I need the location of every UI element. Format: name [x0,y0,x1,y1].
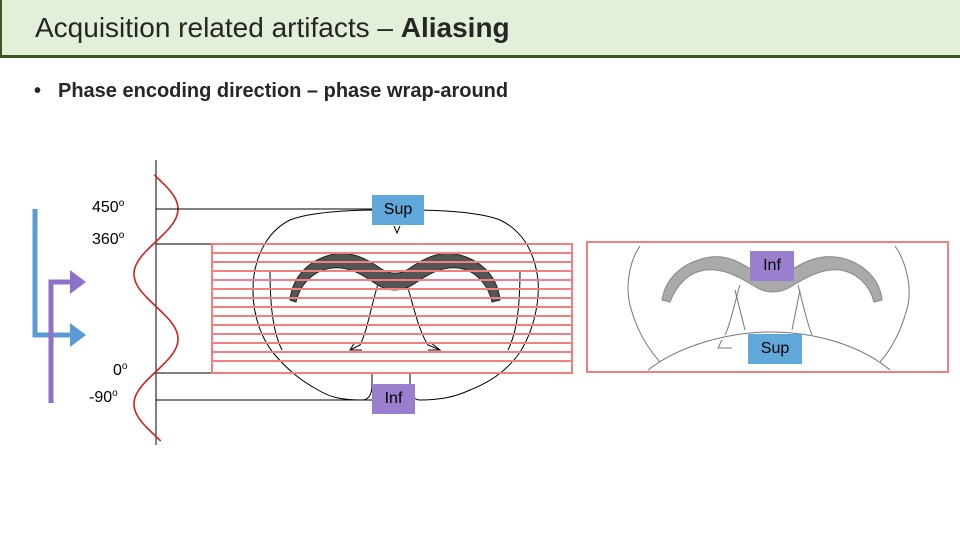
blue-arrowhead [70,323,86,347]
purple-arrowhead [70,270,86,294]
label-0-deg: 0o [113,361,128,380]
slide-title: Acquisition related artifacts – Aliasing [35,10,510,46]
sup-pointer [393,225,401,235]
label-minus90-deg: -90o [89,388,118,407]
corpus-callosum-left [289,253,501,303]
title-bold: Aliasing [400,12,510,43]
brain-outline-right [627,245,910,371]
label-minus90-value: -90 [89,389,113,406]
label-360-value: 360 [92,231,119,248]
degree-mark-450: o [118,198,125,209]
degree-mark-minus90: o [112,388,118,399]
label-0-value: 0 [113,362,122,379]
tag-inf-right: Inf [750,251,794,281]
degree-mark-0: o [121,361,128,372]
degree-mark-360: o [118,230,125,241]
title-bar: Acquisition related artifacts – Aliasing [0,0,960,58]
label-360-deg: 360o [92,230,125,249]
bullet-marker: • [34,80,42,102]
label-450-value: 450 [92,199,119,216]
brain-outline-left [252,209,539,401]
bullet-text: Phase encoding direction – phase wrap-ar… [58,80,509,102]
tag-sup-left: Sup [372,195,424,225]
bullet-item: • Phase encoding direction – phase wrap-a… [34,80,508,103]
purple-direction-arrow [48,279,72,403]
title-prefix: Acquisition related artifacts – [35,12,401,43]
fov-stripes [212,252,572,362]
fov-box-left [211,243,573,374]
label-450-deg: 450o [92,198,125,217]
tag-inf-left: Inf [372,384,415,414]
tag-sup-right: Sup [748,334,802,364]
blue-direction-arrow [32,209,72,338]
phase-sine-wave [133,174,179,442]
